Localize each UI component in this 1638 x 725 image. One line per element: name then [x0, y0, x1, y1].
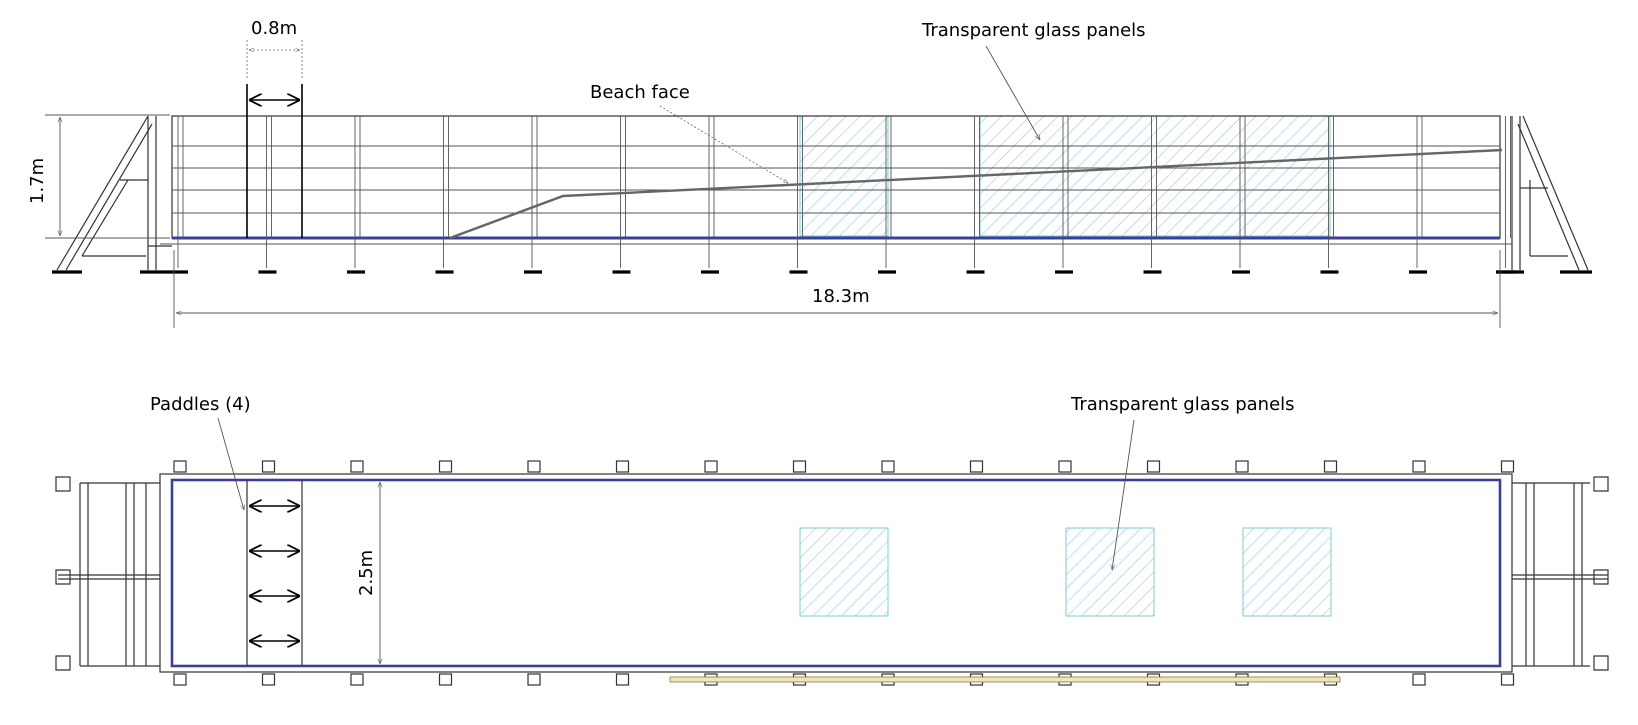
plan-bracket-top-4 [438, 460, 453, 473]
plan-bottom-rail [669, 676, 1341, 683]
plan-glass-panel-2 [1065, 527, 1155, 617]
plan-left-end-frame [55, 476, 160, 671]
plan-glass-panel-3 [1242, 527, 1332, 617]
height-label: 1.7m [27, 158, 48, 204]
plan-bracket-top-14 [1323, 460, 1338, 473]
plan-bracket-top-1 [173, 460, 187, 473]
plan-bracket-bottom-3 [350, 673, 364, 686]
plan-bracket-top-5 [527, 460, 541, 473]
plan-bracket-top-15 [1412, 460, 1426, 473]
side-glass-panel-2 [979, 115, 1331, 237]
plan-bracket-bottom-16 [1500, 673, 1515, 686]
paddle-width-label: 0.8m [251, 18, 297, 39]
plan-tank-wall [170, 478, 1502, 668]
plan-bracket-bottom-15 [1412, 673, 1426, 686]
plan-bracket-top-13 [1235, 460, 1249, 473]
paddles-leader [217, 417, 244, 510]
plan-right-end-frame [1512, 476, 1609, 671]
plan-view: 2.5m [55, 394, 1609, 686]
plan-bracket-bottom-5 [527, 673, 541, 686]
side-glass-panels [799, 115, 1331, 237]
side-view: 0.8m 1.7m [27, 18, 1592, 328]
length-label: 18.3m [812, 286, 870, 307]
plan-bracket-top-8 [792, 460, 807, 473]
plan-bracket-top-6 [615, 460, 630, 473]
beach-face-label: Beach face [590, 82, 690, 103]
plan-bracket-bottom-2 [261, 673, 276, 686]
plan-bracket-bottom-1 [173, 673, 187, 686]
plan-bracket-top-16 [1500, 460, 1515, 473]
width-label: 2.5m [356, 550, 377, 596]
plan-brackets [173, 460, 1515, 686]
side-vertical-posts [177, 116, 1511, 268]
plan-bracket-top-12 [1146, 460, 1161, 473]
plan-bracket-top-7 [704, 460, 718, 473]
plan-tank-outer [159, 473, 1513, 673]
plan-bracket-top-3 [350, 460, 364, 473]
side-left-support [52, 115, 172, 274]
side-glass-panel-1 [799, 115, 889, 237]
paddles-label: Paddles (4) [150, 394, 251, 415]
side-horizontal-rails [172, 145, 1500, 214]
plan-bracket-top-2 [261, 460, 276, 473]
plan-glass-panel-1 [799, 527, 889, 617]
plan-glass-leader [1112, 419, 1135, 570]
beach-face-leader [659, 105, 788, 184]
side-glass-label: Transparent glass panels [921, 20, 1146, 41]
plan-bracket-bottom-6 [615, 673, 630, 686]
plan-paddles [246, 480, 303, 666]
plan-bracket-top-9 [881, 460, 895, 473]
side-glass-leader [985, 45, 1041, 140]
plan-glass-label: Transparent glass panels [1070, 394, 1295, 415]
beach-face-line [449, 148, 1503, 240]
plan-bracket-top-10 [969, 460, 984, 473]
plan-bracket-top-11 [1058, 460, 1072, 473]
side-right-support [1496, 115, 1592, 274]
plan-bracket-bottom-4 [438, 673, 453, 686]
